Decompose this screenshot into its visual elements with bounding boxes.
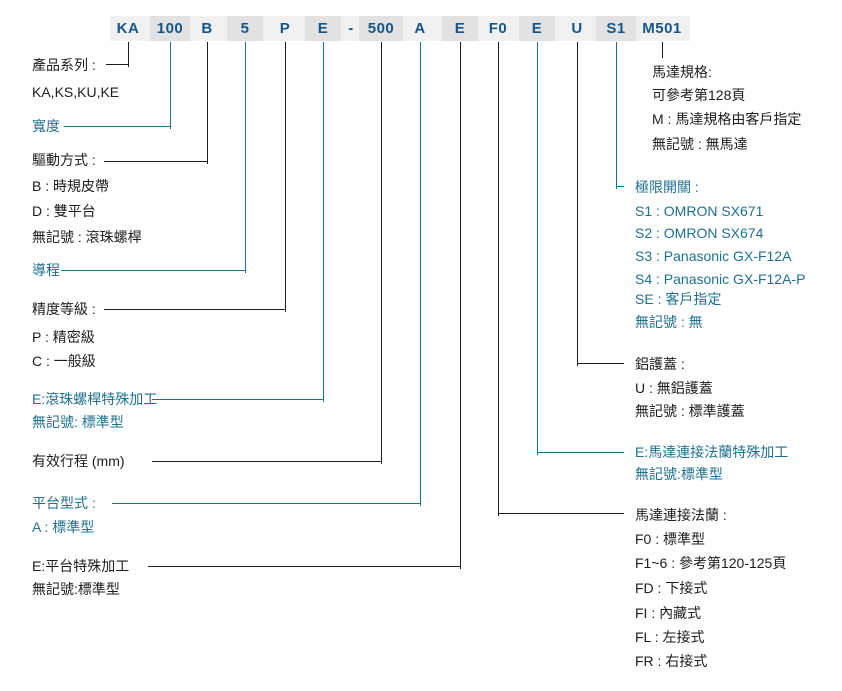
code-token-P: P [279, 20, 291, 37]
connector-lead-horizontal [61, 270, 246, 271]
code-token-dash: - [348, 20, 354, 37]
connector-accuracy-grade-horizontal [104, 309, 286, 310]
label-limit-switch-4: S4 : Panasonic GX-F12A-P [635, 271, 806, 287]
label-motor-flange-6: FR : 右接式 [635, 653, 708, 669]
label-motor-flange-2: F1~6 : 參考第120-125頁 [635, 555, 787, 571]
label-limit-switch-2: S2 : OMRON SX674 [635, 225, 764, 241]
label-cover-2: 無記號 : 標準護蓋 [635, 403, 745, 419]
connector-cover-horizontal [577, 363, 624, 364]
label-accuracy-grade-2: C : 一般級 [32, 353, 96, 369]
code-token-B: B [201, 20, 213, 37]
label-motor-flange-4: FI : 內藏式 [635, 605, 702, 621]
label-product-series-0: 產品系列 : [32, 57, 96, 73]
connector-platform-special-horizontal [148, 566, 461, 567]
label-ballscrew-special-1: 無記號: 標準型 [32, 414, 124, 430]
connector-limit-switch-vertical [616, 42, 617, 189]
code-token-E: E [305, 16, 341, 41]
code-token-500: 500 [359, 16, 403, 41]
code-token-KA: KA [116, 20, 140, 37]
label-limit-switch-6: 無記號 : 無 [635, 314, 703, 330]
label-motor-flange-3: FD : 下接式 [635, 580, 708, 596]
connector-effective-stroke-vertical [381, 42, 382, 464]
label-flange-special-0: E:馬達連接法蘭特殊加工 [635, 444, 789, 460]
label-drive-type-3: 無記號 : 滾珠螺桿 [32, 229, 142, 245]
label-effective-stroke-0: 有效行程 (mm) [32, 453, 125, 469]
label-platform-special-1: 無記號:標準型 [32, 581, 120, 597]
label-motor-flange-1: F0 : 標準型 [635, 531, 706, 547]
code-token-5: 5 [227, 16, 263, 41]
connector-flange-special-vertical [537, 42, 538, 455]
code-token-U: U [571, 20, 583, 37]
code-token-E: E [519, 16, 555, 41]
connector-motor-flange-horizontal [498, 513, 624, 514]
label-platform-special-0: E:平台特殊加工 [32, 558, 130, 574]
label-limit-switch-3: S3 : Panasonic GX-F12A [635, 248, 792, 264]
connector-motor-spec-vertical [662, 42, 663, 58]
connector-accuracy-grade-vertical [285, 42, 286, 312]
connector-flange-special-horizontal [537, 452, 624, 453]
connector-cover-vertical [577, 42, 578, 366]
connector-product-series-horizontal [106, 64, 129, 65]
connector-drive-type-vertical [207, 42, 208, 164]
label-accuracy-grade-0: 精度等級 : [32, 301, 96, 317]
connector-platform-type-vertical [420, 42, 421, 506]
label-drive-type-2: D : 雙平台 [32, 203, 96, 219]
connector-product-series-vertical [128, 42, 129, 67]
label-limit-switch-5: SE : 客戶指定 [635, 291, 722, 307]
code-token-A: A [414, 20, 426, 37]
label-drive-type-0: 驅動方式 : [32, 152, 96, 168]
label-motor-spec-0: 馬達規格: [652, 64, 712, 80]
label-ballscrew-special-0: E:滾珠螺桿特殊加工 [32, 391, 158, 407]
label-motor-flange-0: 馬達連接法蘭 : [635, 507, 727, 523]
label-product-series-1: KA,KS,KU,KE [32, 84, 120, 100]
code-token-S1: S1 [596, 16, 636, 41]
connector-width-vertical [170, 42, 171, 129]
connector-platform-special-vertical [460, 42, 461, 569]
label-accuracy-grade-1: P : 精密級 [32, 329, 95, 345]
code-token-E: E [442, 16, 478, 41]
label-motor-spec-1: 可參考第128頁 [652, 87, 746, 103]
connector-platform-type-horizontal [112, 503, 421, 504]
label-cover-0: 鋁護蓋 : [635, 356, 685, 372]
label-lead-0: 導程 [32, 262, 60, 278]
connector-ballscrew-special-vertical [323, 42, 324, 402]
label-flange-special-1: 無記號:標準型 [635, 466, 723, 482]
label-width-0: 寬度 [32, 118, 60, 134]
label-limit-switch-0: 極限開關 : [635, 179, 699, 195]
label-motor-spec-2: M : 馬達規格由客戶指定 [652, 111, 802, 127]
label-motor-flange-5: FL : 左接式 [635, 629, 705, 645]
code-token-100: 100 [150, 16, 190, 41]
code-token-F0: F0 [488, 20, 508, 37]
connector-drive-type-horizontal [104, 161, 208, 162]
label-platform-type-1: A : 標準型 [32, 519, 95, 535]
connector-ballscrew-special-horizontal [152, 399, 324, 400]
code-token-M501: M501 [642, 20, 682, 37]
label-platform-type-0: 平台型式 : [32, 495, 96, 511]
connector-motor-flange-vertical [498, 42, 499, 516]
label-drive-type-1: B : 時規皮帶 [32, 178, 110, 194]
label-cover-1: U : 無鋁護蓋 [635, 380, 713, 396]
connector-limit-switch-horizontal [616, 186, 624, 187]
label-limit-switch-1: S1 : OMRON SX671 [635, 203, 764, 219]
connector-lead-vertical [245, 42, 246, 273]
label-motor-spec-3: 無記號 : 無馬達 [652, 136, 748, 152]
connector-width-horizontal [64, 126, 171, 127]
connector-effective-stroke-horizontal [152, 461, 382, 462]
